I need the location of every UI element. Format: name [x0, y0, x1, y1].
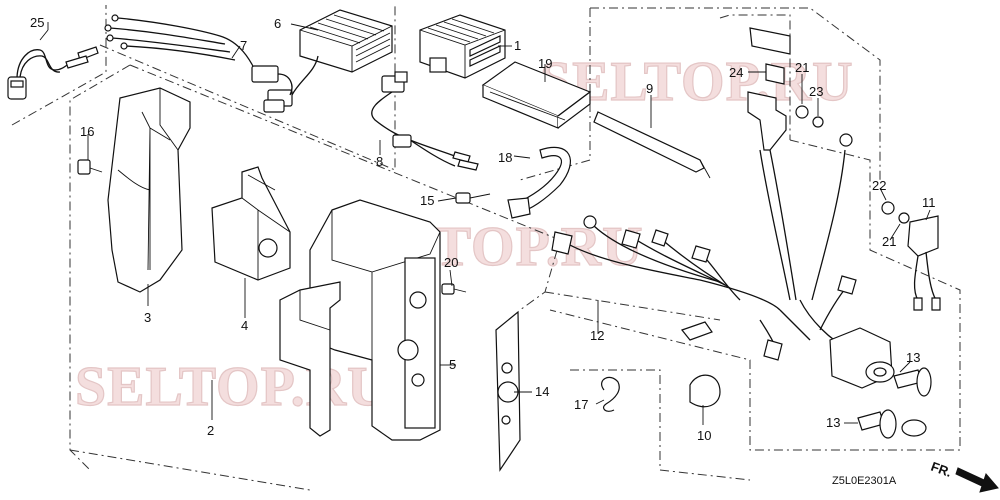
part-5-control-box: [309, 199, 441, 441]
part-7-wire-harness: [104, 14, 293, 113]
watermark-bottom: SELTOP.RU: [75, 356, 389, 418]
callout-21-top: 21: [795, 60, 809, 75]
part-13-key-lower: [857, 409, 927, 439]
callout-18: 18: [498, 150, 512, 165]
part-15-bolt: [455, 192, 491, 204]
callout-6: 6: [274, 16, 281, 31]
front-label: FR.: [929, 459, 954, 480]
part-22-nut: [881, 201, 895, 215]
callout-17: 17: [574, 397, 588, 412]
callout-13-lower: 13: [826, 415, 840, 430]
callout-20: 20: [444, 255, 458, 270]
callout-5: 5: [449, 357, 456, 372]
part-3-panel-cover: [107, 87, 191, 293]
watermark-top: SELTOP.RU: [540, 51, 854, 113]
callout-25: 25: [30, 15, 44, 30]
callout-labels: 25 7 6 1 19 9 8 18 15 16 3 4 20 5 2 14 1…: [30, 15, 936, 443]
callout-1: 1: [514, 38, 521, 53]
callout-10: 10: [697, 428, 711, 443]
part-12-main-harness: [551, 133, 857, 361]
callout-3: 3: [144, 310, 151, 325]
callout-22: 22: [872, 178, 886, 193]
ignition-switch: [829, 327, 895, 389]
callout-16: 16: [80, 124, 94, 139]
part-2-mounting-base: [279, 281, 341, 437]
part-11-relay: [907, 215, 941, 311]
part-24-fuse-block: [747, 27, 824, 151]
callout-9: 9: [646, 81, 653, 96]
callout-8: 8: [376, 154, 383, 169]
callout-7: 7: [240, 38, 247, 53]
part-14-plate: [495, 310, 521, 472]
callout-19: 19: [538, 56, 552, 71]
diagram-code: Z5L0E2301A: [832, 475, 897, 487]
callout-14: 14: [535, 384, 549, 399]
part-10-clamp: [689, 374, 721, 408]
callout-11: 11: [922, 195, 936, 210]
part-13-key-upper: [893, 367, 932, 397]
part-8-sub-harness: [371, 71, 479, 171]
part-6-regulator-rectifier: [291, 9, 393, 96]
callout-4: 4: [241, 318, 248, 333]
callout-21-right: 21: [882, 234, 896, 249]
callout-15: 15: [420, 193, 434, 208]
callout-24: 24: [729, 65, 743, 80]
leader-lines: [39, 22, 931, 425]
part-18-band: [507, 146, 571, 219]
part-20-screw: [441, 283, 467, 295]
part-4-bracket: [211, 166, 291, 281]
callout-2: 2: [207, 423, 214, 438]
part-1-regulator: [419, 14, 506, 79]
front-direction-marker: FR.: [929, 459, 999, 493]
callout-12: 12: [590, 328, 604, 343]
part-21-washer: [898, 212, 910, 224]
part-16-bolt: [77, 159, 103, 175]
callout-13-upper: 13: [906, 350, 920, 365]
callout-23: 23: [809, 84, 823, 99]
part-17-clip: [601, 376, 620, 412]
front-arrow-icon: [955, 467, 999, 493]
part-25-connector-harness: [7, 46, 99, 100]
part-19-pad: [481, 61, 592, 129]
part-9-rod: [593, 111, 711, 179]
grommet: [681, 321, 713, 341]
